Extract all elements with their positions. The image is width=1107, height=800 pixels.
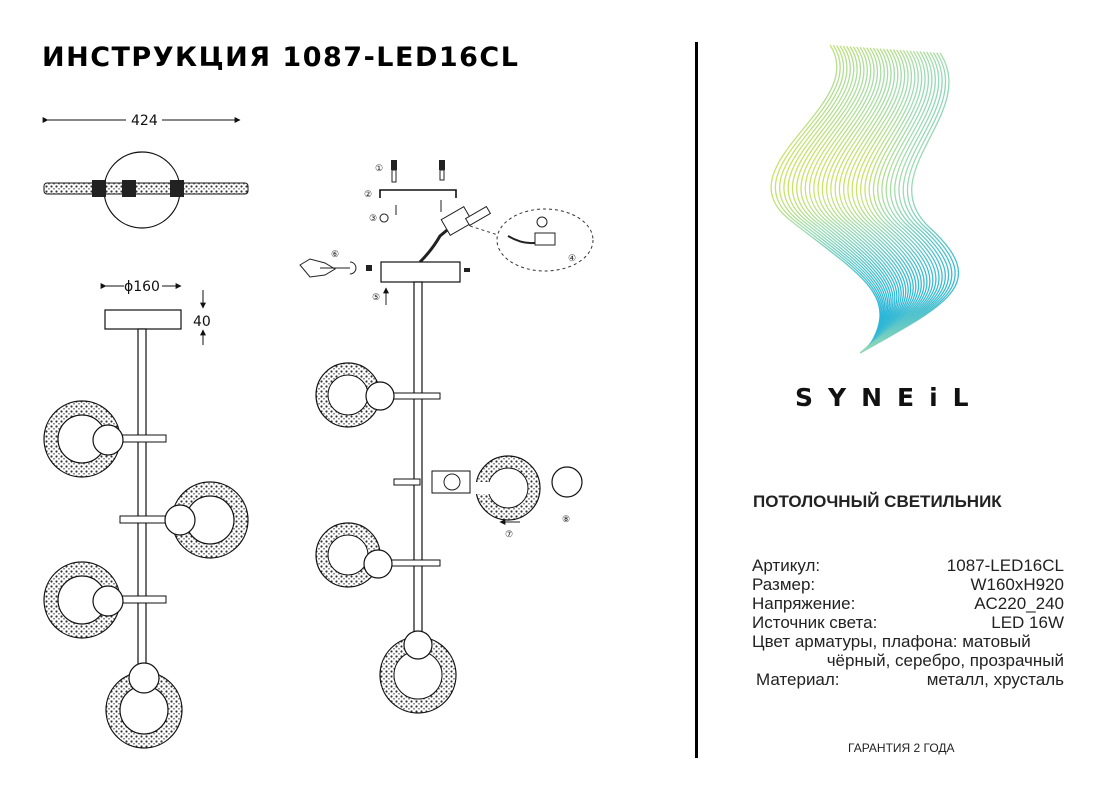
lamp-ball-2: [164, 504, 196, 536]
bar-holder-right: [170, 180, 184, 197]
logo-stripe: [779, 45, 883, 346]
canopy-assembly: [380, 261, 461, 283]
logo-stripe: [862, 49, 925, 351]
logo-stripe: [860, 49, 922, 351]
logo-stripe: [813, 47, 896, 348]
logo-stripe: [860, 51, 946, 353]
logo-stripe: [809, 46, 894, 348]
spec-value: металл, хрусталь: [926, 670, 1064, 689]
logo-stripe: [800, 46, 891, 348]
logo-stripe: [859, 52, 960, 354]
logo-stripe: [862, 50, 928, 352]
logo-stripe: [855, 49, 919, 351]
product-type: ПОТОЛОЧНЫЙ СВЕТИЛЬНИК: [753, 492, 1002, 511]
height-label: 40: [193, 314, 211, 330]
terminal-block: [440, 206, 474, 236]
logo-stripe: [861, 51, 940, 353]
logo-stripe: [796, 46, 889, 347]
guarantee-text: ГАРАНТИЯ 2 ГОДА: [848, 741, 955, 755]
spec-value: W160xH920: [970, 575, 1064, 594]
step-3-label: ③: [369, 214, 377, 224]
logo-stripe: [770, 44, 881, 346]
logo-stripe: [862, 50, 934, 352]
hand-icon: [299, 258, 336, 278]
main-rod: [137, 328, 147, 700]
bar-holder-mid: [122, 180, 136, 197]
spec-value: LED 16W: [991, 613, 1064, 632]
page-title: ИНСТРУКЦИЯ 1087-LED16CL: [42, 42, 520, 73]
spec-value: 1087-LED16CL: [946, 556, 1064, 575]
logo-stripe: [847, 49, 914, 350]
installation-diagram: ① ② ③ ④ ⑥ ⑤: [299, 160, 594, 714]
step-7-label: ⑦: [505, 530, 513, 540]
canopy-side: [104, 309, 182, 330]
step-1-label: ①: [375, 164, 383, 174]
step-8-label: ⑧: [562, 515, 570, 525]
step-2-label: ②: [364, 190, 372, 200]
mounting-bracket: [379, 189, 457, 198]
logo-stripe: [834, 48, 907, 350]
side-view: ϕ160 40: [43, 279, 249, 749]
logo-stripe: [860, 51, 950, 353]
brand-logo-wave: [770, 44, 960, 354]
logo-stripe: [787, 45, 886, 347]
logo-stripe: [783, 45, 885, 347]
step-5-label: ⑤: [372, 293, 380, 303]
logo-stripe: [860, 52, 953, 354]
width-dimension-label: 424: [131, 113, 158, 129]
lamp-ball-3: [92, 585, 124, 617]
logo-stripe: [821, 47, 900, 349]
spec-color-line-1: Цвет арматуры, плафона: матовый: [752, 632, 1031, 651]
spec-label: Источник света:: [752, 613, 878, 632]
spec-label: Напряжение:: [752, 594, 856, 613]
logo-stripe: [859, 52, 956, 354]
top-view: 424: [42, 113, 249, 229]
spec-label: Артикул:: [752, 556, 821, 575]
bar-holder-left: [92, 180, 106, 197]
logo-stripe: [862, 50, 931, 352]
spec-label: Материал:: [756, 670, 840, 689]
spec-value: AC220_240: [974, 594, 1064, 613]
logo-stripe: [861, 51, 943, 353]
logo-stripe: [843, 48, 912, 350]
loose-lamp-ball: [551, 466, 583, 498]
logo-stripe: [830, 48, 904, 349]
crystal-bar-top: [43, 182, 249, 195]
arm-3: [117, 595, 167, 604]
lamp-ball-4: [128, 662, 160, 694]
spec-color-line-2: чёрный, серебро, прозрачный: [826, 651, 1064, 670]
logo-stripe: [775, 44, 882, 346]
logo-stripe: [838, 48, 909, 350]
vertical-divider: [695, 42, 698, 758]
arm-1: [117, 434, 167, 443]
step-6-label: ⑥: [331, 250, 339, 260]
lamp-ball-1: [92, 424, 124, 456]
diameter-label: ϕ160: [124, 279, 160, 295]
wire: [418, 224, 453, 264]
spec-label: Размер:: [752, 575, 816, 594]
step-4-label: ④: [568, 254, 576, 264]
logo-stripe: [792, 45, 887, 347]
logo-stripe: [851, 49, 917, 351]
logo-stripe: [861, 50, 937, 352]
logo-stripe: [804, 46, 892, 348]
brand-name: SYNEiL: [795, 383, 984, 412]
logo-stripe: [817, 47, 898, 349]
logo-stripe: [826, 47, 902, 349]
